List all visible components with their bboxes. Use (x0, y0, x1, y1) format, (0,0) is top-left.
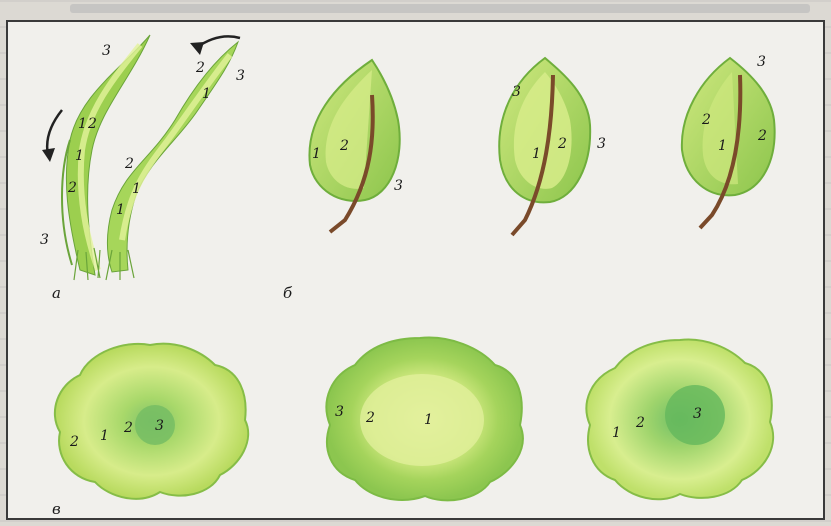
fold-number: 2 (339, 138, 349, 154)
fold-number: 1 (132, 181, 141, 197)
fold-number: 2 (557, 136, 567, 152)
fold-number: 2 (701, 112, 711, 128)
rosette-1 (55, 344, 248, 499)
fold-number: 3 (155, 418, 164, 434)
fold-number: 2 (87, 116, 97, 132)
panel-label-c: в (52, 500, 61, 518)
fold-number: 2 (123, 420, 133, 436)
rosette-3 (586, 340, 773, 500)
fold-number: 2 (67, 180, 77, 196)
fold-number: 1 (75, 148, 84, 164)
fold-number: 1 (424, 412, 433, 428)
fold-number: 3 (335, 404, 344, 420)
leaf-1 (309, 60, 399, 232)
fold-number: 2 (635, 415, 645, 431)
fold-number: 3 (236, 68, 245, 84)
fold-number: 2 (124, 156, 134, 172)
fold-number: 3 (512, 84, 521, 100)
rotation-arrow-left (42, 110, 62, 162)
panel-label-b: б (283, 284, 293, 302)
fold-number: 3 (597, 136, 606, 152)
fold-number: 1 (202, 86, 211, 102)
fold-number: 1 (718, 138, 727, 154)
fold-number: 1 (312, 146, 321, 162)
fold-number: 1 (78, 116, 87, 132)
fold-number: 3 (757, 54, 766, 70)
fold-number: 3 (394, 178, 403, 194)
fold-number: 2 (365, 410, 375, 426)
fold-number: 2 (195, 60, 205, 76)
panel-label-a: а (52, 284, 61, 302)
fold-number: 3 (40, 232, 49, 248)
fold-number: 3 (102, 43, 111, 59)
fold-number: 2 (69, 434, 79, 450)
fold-number: 1 (116, 202, 125, 218)
fold-number: 1 (532, 146, 541, 162)
fold-number: 2 (757, 128, 767, 144)
fold-number: 1 (612, 425, 621, 441)
fold-number: 3 (693, 406, 702, 422)
fold-numbers-right-strip: 2 3 1 2 1 1 (116, 60, 245, 218)
fold-number: 1 (100, 428, 109, 444)
